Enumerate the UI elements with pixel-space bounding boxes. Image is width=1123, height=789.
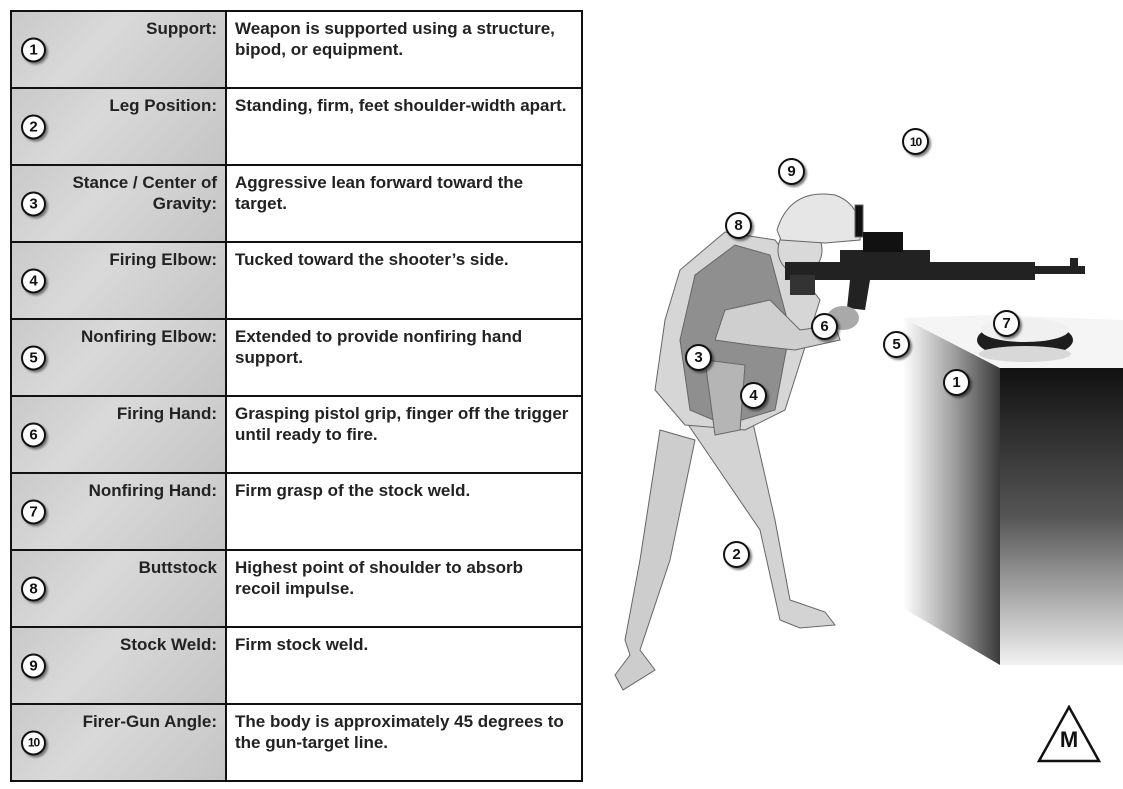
row-description: Firm grasp of the stock weld. — [235, 481, 471, 500]
number-badge: 8 — [21, 576, 46, 601]
sandbag — [977, 318, 1073, 362]
row-label: Firing Hand: — [116, 404, 217, 423]
table-row: 10 Firer-Gun Angle: The body is approxim… — [12, 705, 581, 780]
table-row: 2 Leg Position: Standing, firm, feet sho… — [12, 89, 581, 166]
row-label: Support: — [146, 19, 217, 38]
table-row: 4 Firing Elbow: Tucked toward the shoote… — [12, 243, 581, 320]
row-label: Leg Position: — [109, 96, 217, 115]
number-badge: 10 — [21, 730, 46, 755]
callout-9: 9 — [778, 158, 805, 185]
support-box — [903, 315, 1123, 665]
position-table: 1 Support: Weapon is supported using a s… — [10, 10, 583, 782]
callout-7: 7 — [993, 310, 1020, 337]
callout-8: 8 — [725, 212, 752, 239]
callout-4: 4 — [740, 382, 767, 409]
table-row: 3 Stance / Center of Gravity: Aggressive… — [12, 166, 581, 243]
row-label: Nonfiring Elbow: — [81, 327, 217, 346]
table-row: 7 Nonfiring Hand: Firm grasp of the stoc… — [12, 474, 581, 551]
soldier — [614, 193, 864, 691]
row-label: Stock Weld: — [120, 635, 217, 654]
row-description: Tucked toward the shooter’s side. — [235, 250, 509, 269]
row-label-cell: 6 Firing Hand: — [12, 397, 227, 472]
callout-1: 1 — [943, 369, 970, 396]
table-row: 6 Firing Hand: Grasping pistol grip, fin… — [12, 397, 581, 474]
row-label: Stance / Center of Gravity: — [72, 173, 217, 213]
number-badge: 1 — [21, 37, 46, 62]
row-label-cell: 9 Stock Weld: — [12, 628, 227, 703]
row-label: Buttstock — [138, 558, 217, 577]
row-label: Firer-Gun Angle: — [82, 712, 217, 731]
callout-6: 6 — [811, 313, 838, 340]
number-badge: 6 — [21, 422, 46, 447]
table-row: 5 Nonfiring Elbow: Extended to provide n… — [12, 320, 581, 397]
row-label-cell: 7 Nonfiring Hand: — [12, 474, 227, 549]
callout-2: 2 — [723, 541, 750, 568]
row-label-cell: 3 Stance / Center of Gravity: — [12, 166, 227, 241]
row-description: Extended to provide nonfiring hand suppo… — [235, 327, 523, 367]
callout-5: 5 — [883, 331, 910, 358]
number-badge: 9 — [21, 653, 46, 678]
row-label-cell: 10 Firer-Gun Angle: — [12, 705, 227, 780]
callout-10: 10 — [902, 128, 929, 155]
row-description: Standing, firm, feet shoulder-width apar… — [235, 96, 567, 115]
row-label-cell: 2 Leg Position: — [12, 89, 227, 164]
number-badge: 2 — [21, 114, 46, 139]
row-label-cell: 8 Buttstock — [12, 551, 227, 626]
m-triangle-marker: M — [1036, 704, 1102, 763]
number-badge: 5 — [21, 345, 46, 370]
table-row: 8 Buttstock Highest point of shoulder to… — [12, 551, 581, 628]
number-badge: 4 — [21, 268, 46, 293]
triangle-icon — [1036, 704, 1102, 763]
row-label: Nonfiring Hand: — [88, 481, 217, 500]
machine-gun — [785, 232, 1085, 310]
callout-3: 3 — [685, 344, 712, 371]
table-row: 9 Stock Weld: Firm stock weld. — [12, 628, 581, 705]
table-row: 1 Support: Weapon is supported using a s… — [12, 12, 581, 89]
soldier-firing-illustration: 1 2 3 4 5 6 7 8 9 10 — [585, 0, 1123, 784]
row-description: Aggressive lean forward toward the targe… — [235, 173, 524, 213]
row-label-cell: 4 Firing Elbow: — [12, 243, 227, 318]
row-label-cell: 5 Nonfiring Elbow: — [12, 320, 227, 395]
row-label: Firing Elbow: — [109, 250, 217, 269]
row-label-cell: 1 Support: — [12, 12, 227, 87]
number-badge: 7 — [21, 499, 46, 524]
row-description: Grasping pistol grip, finger off the tri… — [235, 404, 569, 444]
row-description: Highest point of shoulder to absorb reco… — [235, 558, 524, 598]
row-description: The body is approximately 45 degrees to … — [235, 712, 564, 752]
number-badge: 3 — [21, 191, 46, 216]
illustration-svg — [614, 193, 1123, 691]
row-description: Firm stock weld. — [235, 635, 369, 654]
row-description: Weapon is supported using a structure, b… — [235, 19, 555, 59]
marker-letter: M — [1059, 727, 1079, 752]
